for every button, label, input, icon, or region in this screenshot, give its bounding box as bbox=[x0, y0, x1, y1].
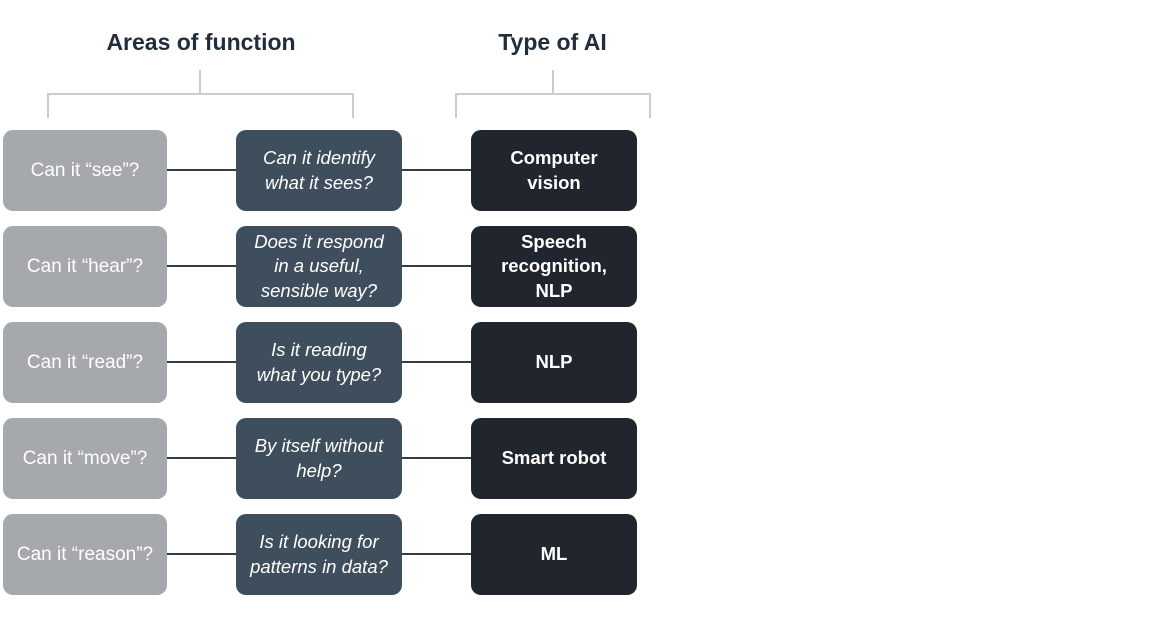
flow-row-move: Can it “move”? By itself without help? S… bbox=[0, 418, 660, 499]
ai-type-box-ml: ML bbox=[471, 514, 637, 595]
connector-line bbox=[402, 457, 471, 459]
ai-type-box-computer-vision: Computer vision bbox=[471, 130, 637, 211]
question-box-reading: Is it reading what you type? bbox=[236, 322, 402, 403]
connector-line bbox=[402, 553, 471, 555]
function-box-move: Can it “move”? bbox=[3, 418, 167, 499]
connector-line bbox=[167, 457, 236, 459]
flow-row-read: Can it “read”? Is it reading what you ty… bbox=[0, 322, 660, 403]
areas-bracket-stem bbox=[199, 70, 201, 93]
connector-line bbox=[402, 361, 471, 363]
connector-line bbox=[167, 361, 236, 363]
question-box-respond: Does it respond in a useful, sensible wa… bbox=[236, 226, 402, 307]
areas-of-function-heading: Areas of function bbox=[106, 29, 296, 55]
function-box-hear: Can it “hear”? bbox=[3, 226, 167, 307]
function-box-see: Can it “see”? bbox=[3, 130, 167, 211]
question-box-patterns: Is it looking for patterns in data? bbox=[236, 514, 402, 595]
type-of-ai-heading: Type of AI bbox=[498, 29, 607, 55]
ai-type-box-smart-robot: Smart robot bbox=[471, 418, 637, 499]
connector-line bbox=[167, 265, 236, 267]
function-box-read: Can it “read”? bbox=[3, 322, 167, 403]
connector-line bbox=[167, 553, 236, 555]
flow-row-reason: Can it “reason”? Is it looking for patte… bbox=[0, 514, 660, 595]
connector-line bbox=[402, 265, 471, 267]
connector-line bbox=[402, 169, 471, 171]
flow-row-see: Can it “see”? Can it identify what it se… bbox=[0, 130, 660, 211]
question-box-identify: Can it identify what it sees? bbox=[236, 130, 402, 211]
ai-type-box-nlp: NLP bbox=[471, 322, 637, 403]
function-box-reason: Can it “reason”? bbox=[3, 514, 167, 595]
type-bracket-stem bbox=[552, 70, 554, 93]
type-bracket bbox=[455, 93, 651, 118]
ai-type-box-speech-recognition-nlp: Speech recognition, NLP bbox=[471, 226, 637, 307]
connector-line bbox=[167, 169, 236, 171]
areas-bracket bbox=[47, 93, 354, 118]
flow-row-hear: Can it “hear”? Does it respond in a usef… bbox=[0, 226, 660, 307]
question-box-by-itself: By itself without help? bbox=[236, 418, 402, 499]
